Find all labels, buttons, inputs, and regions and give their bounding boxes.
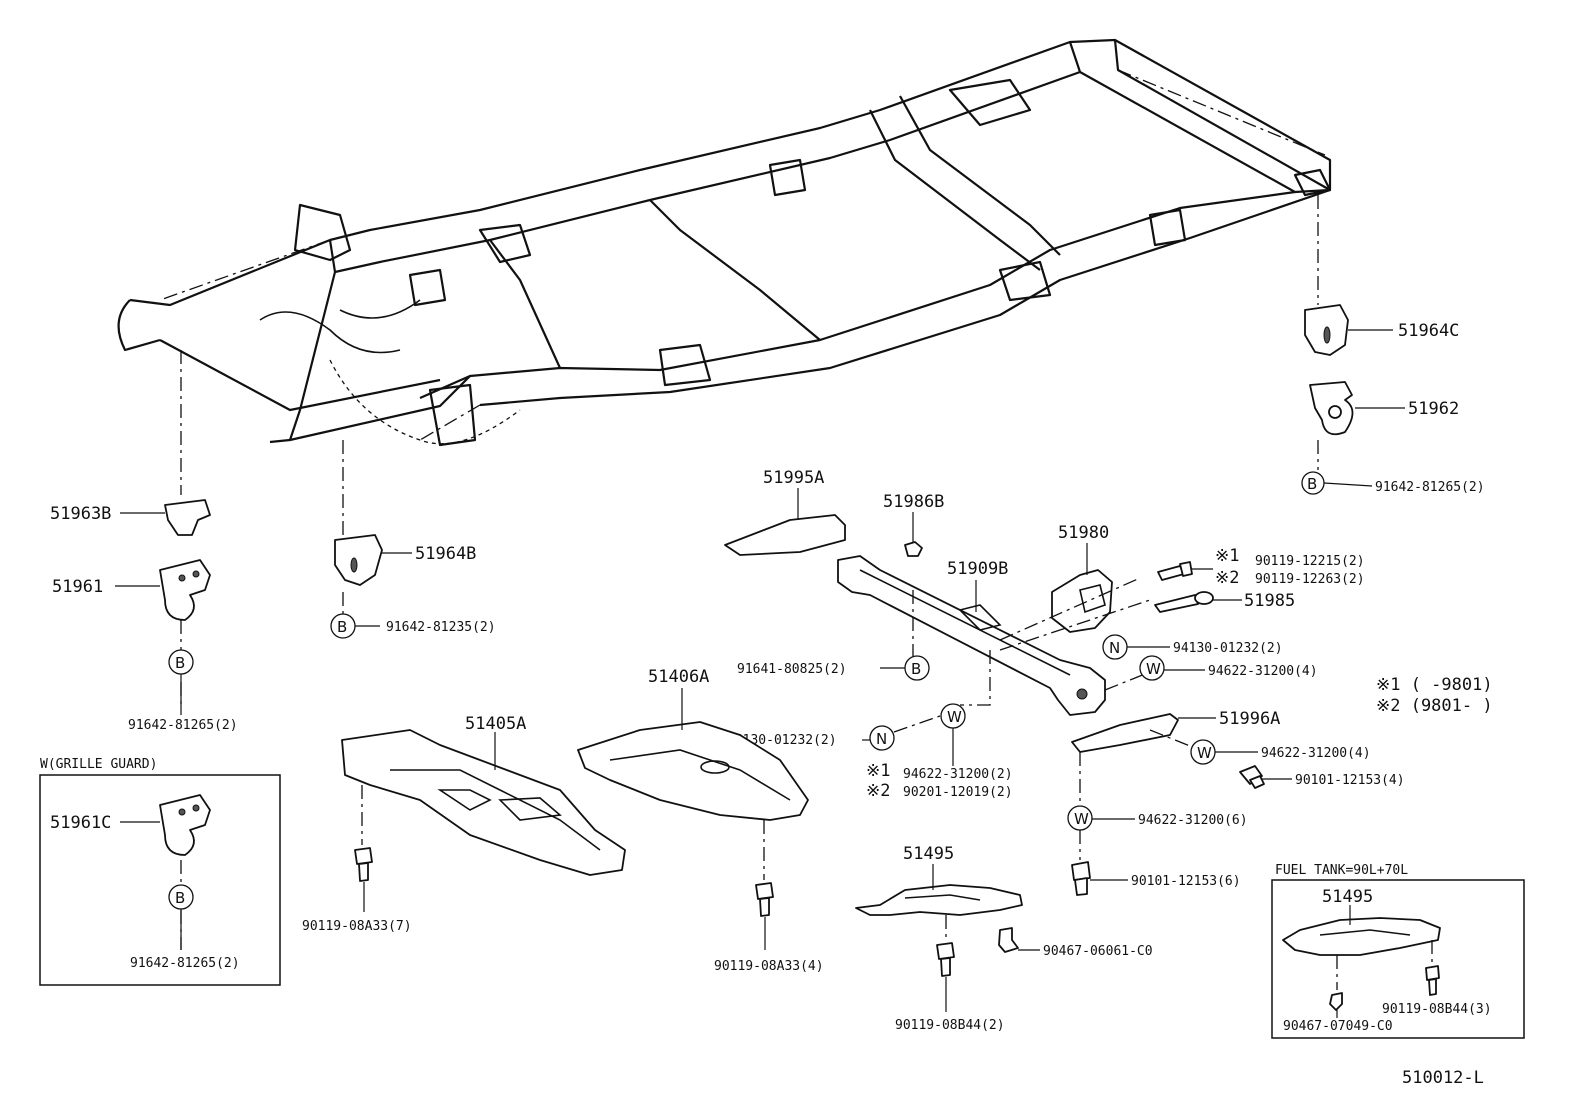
fuel-tank-title: FUEL TANK=90L+70L [1275, 863, 1408, 878]
marker-b-box: B [168, 884, 194, 910]
fuel-tank-box [1271, 879, 1525, 1039]
label-94622-31200-4b: 94622-31200(4) [1261, 746, 1371, 761]
plate-51495-fuel [1282, 905, 1441, 956]
label-51980: 51980 [1058, 523, 1109, 543]
bracket-51964B [334, 534, 412, 586]
plate-51495 [855, 864, 1023, 916]
bracket-51980 [1051, 543, 1113, 633]
label-90119-08A33-4: 90119-08A33(4) [714, 959, 824, 974]
label-90201-12019: 90201-12019(2) [903, 785, 1013, 800]
svg-text:W: W [1074, 810, 1089, 828]
bracket-51961C [120, 794, 211, 856]
bolt-upper [1157, 561, 1213, 581]
svg-text:B: B [175, 654, 185, 672]
skid-plate-51406A [577, 688, 809, 821]
label-51405A: 51405A [465, 714, 526, 734]
label-51964B: 51964B [415, 544, 476, 564]
svg-text:W: W [1197, 744, 1212, 762]
crossmember-51909B [837, 555, 1106, 716]
svg-text:B: B [175, 889, 185, 907]
nut-51986B [904, 512, 923, 557]
label-51495-fuel: 51495 [1322, 887, 1373, 907]
svg-text:W: W [947, 708, 962, 726]
bracket-51964C [1304, 304, 1393, 356]
label-90467-06061-C0: 90467-06061-C0 [1043, 944, 1153, 959]
label-90119-08A33-7: 90119-08A33(7) [302, 919, 412, 934]
bracket-51963B [120, 499, 211, 536]
label-91642-81235: 91642-81235(2) [386, 620, 496, 635]
svg-text:B: B [337, 618, 347, 636]
svg-text:※2: ※2 [866, 781, 890, 801]
label-94622-31200-4a: 94622-31200(4) [1208, 664, 1318, 679]
svg-text:N: N [1109, 639, 1120, 657]
label-94130-01232-right: 94130-01232(2) [1173, 641, 1283, 656]
svg-text:※2: ※2 [1215, 568, 1239, 588]
marker-b-center: B [904, 655, 930, 681]
label-91641-80825: 91641-80825(2) [737, 662, 847, 677]
screw-90467-06061 [998, 927, 1040, 953]
label-90101-12153-4: 90101-12153(4) [1295, 773, 1405, 788]
label-90119-08B44-2: 90119-08B44(2) [895, 1018, 1005, 1033]
svg-text:B: B [911, 660, 921, 678]
marker-w-left: W [940, 703, 966, 729]
label-90119-12215: 90119-12215(2) [1255, 554, 1365, 569]
label-94622-31200-6: 94622-31200(6) [1138, 813, 1248, 828]
marker-n-right: N [1102, 634, 1128, 660]
bolt-90119-08A33-7 [354, 847, 373, 912]
label-90101-12153-6: 90101-12153(6) [1131, 874, 1241, 889]
marker-b-mid: B [330, 613, 356, 639]
bracket-51995A [724, 488, 846, 556]
screw-90467-07049 [1329, 992, 1343, 1018]
vehicle-frame-drawing [117, 38, 1332, 447]
label-51961: 51961 [52, 577, 103, 597]
bolt-90119-08A33-4 [755, 882, 774, 950]
marker-n-left: N [869, 725, 895, 751]
grille-guard-title: W(GRILLE GUARD) [40, 757, 157, 772]
marker-w-lower: W [1067, 805, 1093, 831]
svg-text:N: N [876, 730, 887, 748]
svg-text:B: B [1307, 475, 1317, 493]
bolt-90101-12153-6 [1071, 861, 1128, 896]
bolt-90119-08B44-3 [1425, 965, 1440, 996]
label-51406A: 51406A [648, 667, 709, 687]
marker-b-right: B [1301, 471, 1325, 495]
bracket-51996A [1071, 713, 1216, 753]
label-90119-08B44-3: 90119-08B44(3) [1382, 1002, 1492, 1017]
marker-w-right2: W [1190, 739, 1216, 765]
skid-plate-51405A [341, 729, 626, 876]
bolt-90101-12153-4 [1239, 765, 1292, 789]
bracket-51962 [1309, 381, 1405, 436]
label-51961C: 51961C [50, 813, 111, 833]
label-51495: 51495 [903, 844, 954, 864]
reference-code: 510012-L [1402, 1068, 1484, 1088]
bolt-51985 [1154, 591, 1242, 613]
label-51986B: 51986B [883, 492, 944, 512]
label-91642-81265-left: 91642-81265(2) [128, 718, 238, 733]
label-94622-31200-2: 94622-31200(2) [903, 767, 1013, 782]
svg-text:※1: ※1 [1215, 546, 1239, 566]
label-51985: 51985 [1244, 591, 1295, 611]
legend-1: ※1 ( -9801) [1376, 675, 1493, 695]
label-91642-81265-right: 91642-81265(2) [1375, 480, 1485, 495]
label-90119-12263: 90119-12263(2) [1255, 572, 1365, 587]
label-51995A: 51995A [763, 468, 824, 488]
label-51963B: 51963B [50, 504, 111, 524]
marker-w-right: W [1139, 655, 1165, 681]
marker-b-left: B [168, 649, 194, 675]
label-51909B: 51909B [947, 559, 1008, 579]
label-51996A: 51996A [1219, 709, 1280, 729]
label-91642-81265-box: 91642-81265(2) [130, 956, 240, 971]
bracket-51961 [115, 559, 211, 621]
bolt-90119-08B44-2 [936, 942, 955, 1012]
legend-2: ※2 (9801- ) [1376, 696, 1493, 716]
label-51962: 51962 [1408, 399, 1459, 419]
svg-text:W: W [1146, 660, 1161, 678]
label-90467-07049-C0: 90467-07049-C0 [1283, 1019, 1393, 1034]
grille-guard-box [39, 774, 281, 986]
label-51964C: 51964C [1398, 321, 1459, 341]
svg-text:※1: ※1 [866, 761, 890, 781]
